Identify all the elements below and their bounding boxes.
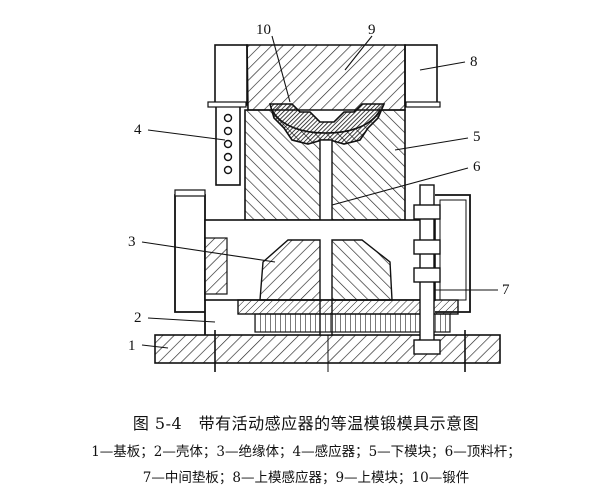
die-schematic: 10 9 8 4 5 6 3 7 2 1 <box>128 22 510 372</box>
part-label-8: 8 <box>470 54 478 70</box>
upper-die-block <box>246 44 406 111</box>
part-label-6: 6 <box>473 159 481 175</box>
legend-line-1: 1—基板；2—壳体；3—绝缘体；4—感应器；5—下模块；6—顶料杆； <box>91 444 521 460</box>
legend-line-2: 7—中间垫板；8—上模感应器；9—上模块；10—锻件 <box>142 470 470 486</box>
part-label-7: 7 <box>502 282 510 298</box>
forging <box>268 103 386 145</box>
shell <box>174 194 206 335</box>
part-label-1: 1 <box>128 338 136 354</box>
figure-caption: 图 5-4 带有活动感应器的等温模锻模具示意图 <box>132 414 480 433</box>
insulator <box>259 239 321 301</box>
upper-inductor-right <box>404 44 438 106</box>
part-label-3: 3 <box>128 234 136 250</box>
part-label-5: 5 <box>473 129 481 145</box>
part-label-4: 4 <box>134 122 142 138</box>
part-label-9: 9 <box>368 22 376 38</box>
part-label-2: 2 <box>134 310 142 326</box>
upper-inductor-left <box>214 44 248 106</box>
part-label-10: 10 <box>256 22 271 38</box>
